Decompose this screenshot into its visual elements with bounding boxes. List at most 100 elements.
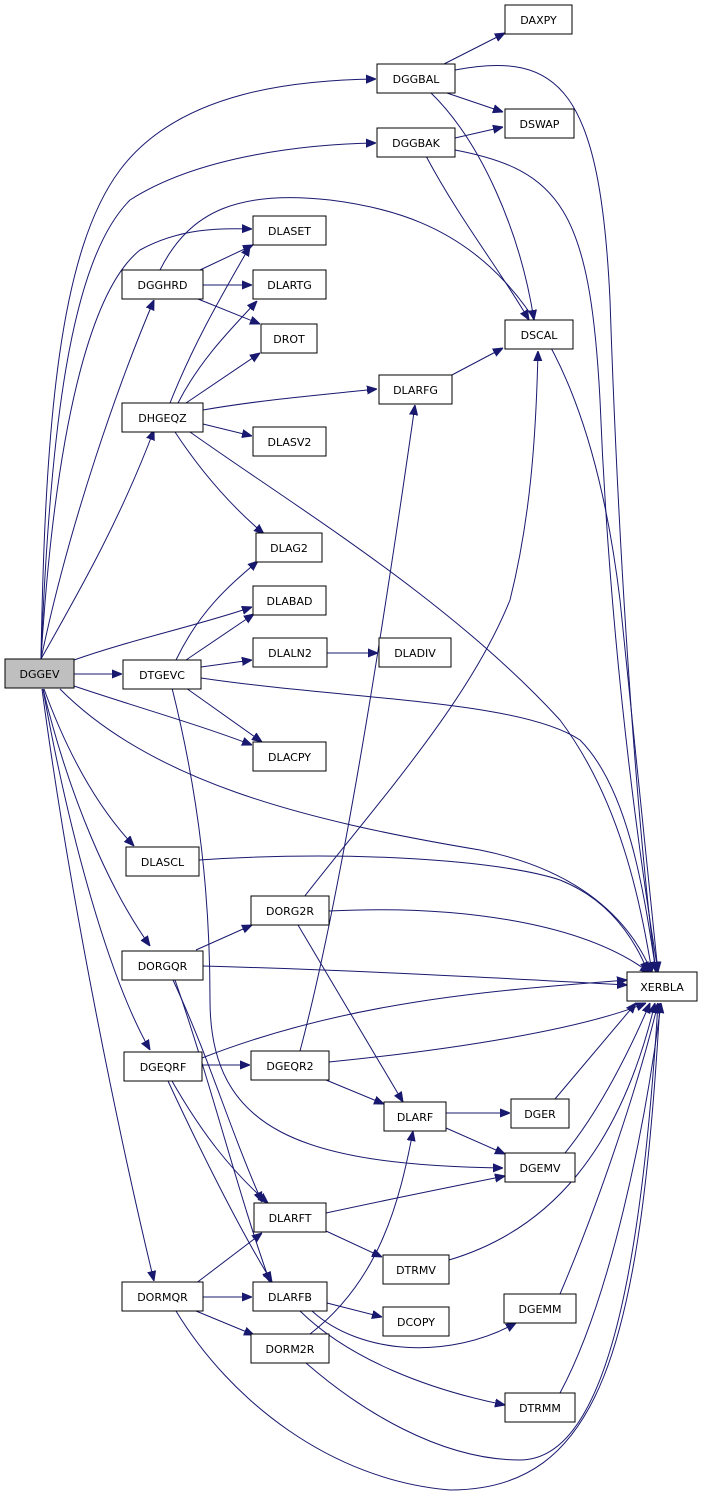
node-label: DLARTG	[267, 279, 311, 292]
node-dladiv[interactable]: DLADIV	[378, 637, 452, 668]
node-label: DTRMM	[519, 1402, 561, 1415]
edge-dhgeqz-dlarfg	[202, 389, 377, 411]
node-dlag2[interactable]: DLAG2	[255, 532, 323, 563]
edge-dorg2r-dlarf	[297, 924, 403, 1102]
node-dormqr[interactable]: DORMQR	[121, 1281, 204, 1312]
node-label: DGGHRD	[138, 279, 188, 292]
edge-dggbak-dswap	[454, 127, 503, 139]
edge-dger-xerbla	[554, 1003, 636, 1100]
edge-dorgqr-dorg2r	[195, 925, 252, 951]
node-label: DLASET	[268, 225, 311, 238]
node-dorgqr[interactable]: DORGQR	[121, 950, 204, 981]
node-xerbla[interactable]: XERBLA	[626, 971, 698, 1002]
node-dswap[interactable]: DSWAP	[504, 108, 575, 139]
node-label: DLACPY	[268, 751, 311, 764]
node-dgemv[interactable]: DGEMV	[504, 1152, 576, 1183]
edge-dggev-dormqr	[41, 688, 154, 1281]
edge-dtgevc-dgemv	[171, 687, 503, 1168]
edge-dggev-dlabad	[73, 607, 252, 661]
node-dlacpy[interactable]: DLACPY	[252, 741, 327, 772]
node-label: DLASV2	[268, 436, 312, 449]
node-label: DGEMV	[520, 1162, 561, 1175]
node-dcopy[interactable]: DCOPY	[382, 1306, 450, 1337]
edge-dorg2r-xerbla	[328, 909, 650, 973]
edge-dlarfg-dscal	[449, 348, 503, 377]
node-dtgevc[interactable]: DTGEVC	[122, 659, 202, 690]
node-label: DLARFB	[268, 1291, 312, 1304]
node-label: DGGBAL	[393, 73, 441, 86]
node-dgeqr2[interactable]: DGEQR2	[250, 1050, 330, 1081]
edge-dlarft-dgemv	[325, 1176, 505, 1214]
node-dlarfb[interactable]: DLARFB	[252, 1281, 328, 1312]
edge-dhgeqz-dlasv2	[202, 423, 252, 436]
edge-dggbal-dswap	[443, 91, 503, 112]
edge-dgeqr2-xerbla	[328, 1003, 646, 1063]
edge-dgeqrf-dlarft	[171, 1080, 268, 1203]
edge-dlascl-xerbla	[198, 855, 648, 972]
node-label: DLARFG	[393, 384, 438, 397]
edge-dorm2r-dlarf	[309, 1131, 413, 1335]
edge-dggev-dgeqrf	[42, 688, 150, 1050]
edge-dhgeqz-dlaset	[169, 246, 250, 404]
edge-dggev-dorgqr	[42, 688, 150, 946]
node-dlartg[interactable]: DLARTG	[252, 269, 327, 300]
edge-dormqr-dorm2r	[195, 1310, 254, 1335]
edge-dggbak-dscal	[425, 155, 529, 320]
node-dgghrd[interactable]: DGGHRD	[121, 269, 204, 300]
edge-dgeqr2-dlarfg	[299, 405, 415, 1052]
edge-dtgevc-dlag2	[175, 561, 258, 661]
node-dggbal[interactable]: DGGBAL	[376, 63, 456, 94]
edge-dggbal-xerbla	[454, 64, 656, 972]
node-dhgeqz[interactable]: DHGEQZ	[121, 402, 204, 433]
node-dggbak[interactable]: DGGBAK	[376, 127, 456, 158]
node-label: DLADIV	[394, 647, 436, 660]
node-label: DLARFT	[269, 1212, 312, 1225]
node-dscal[interactable]: DSCAL	[504, 319, 574, 350]
node-dgeqrf[interactable]: DGEQRF	[123, 1051, 203, 1082]
edge-dggev-dlacpy	[73, 685, 252, 745]
node-dlaln2[interactable]: DLALN2	[252, 637, 328, 668]
node-label: DSCAL	[521, 329, 559, 342]
node-dtrmv[interactable]: DTRMV	[382, 1254, 450, 1285]
node-label: DROT	[273, 333, 305, 346]
edge-dggev-dgghrd	[40, 300, 154, 660]
node-dgemm[interactable]: DGEMM	[503, 1293, 577, 1324]
edge-dtgevc-dlacpy	[185, 687, 262, 742]
node-dlarf[interactable]: DLARF	[383, 1101, 447, 1132]
node-dtrmm[interactable]: DTRMM	[504, 1392, 576, 1423]
node-dggev[interactable]: DGGEV	[4, 658, 75, 689]
node-dlaset[interactable]: DLASET	[252, 215, 327, 246]
edge-dgeqrf-dlarfb	[167, 1080, 272, 1282]
node-label: DORG2R	[266, 905, 314, 918]
edge-dggev-dhgeqz	[40, 430, 154, 660]
edge-dhgeqz-xerbla	[189, 431, 652, 972]
node-label: DAXPY	[520, 14, 557, 27]
node-dger[interactable]: DGER	[510, 1098, 570, 1129]
node-dlasv2[interactable]: DLASV2	[252, 426, 327, 457]
node-dlascl[interactable]: DLASCL	[125, 846, 200, 877]
edge-dorm2r-xerbla	[305, 1003, 658, 1461]
edge-dggev-dlascl	[43, 688, 134, 846]
node-dorm2r[interactable]: DORM2R	[250, 1333, 330, 1364]
edge-dgemv-xerbla	[564, 1003, 650, 1154]
node-dlarft[interactable]: DLARFT	[253, 1202, 327, 1233]
nodes: DGGEV DGGBAL DAXPY DGGBAK DSWAP DLASET D…	[4, 4, 698, 1423]
edge-dtrmm-xerbla	[559, 1003, 661, 1394]
node-label: DLAG2	[270, 542, 308, 555]
node-label: DSWAP	[520, 118, 560, 131]
node-drot[interactable]: DROT	[260, 323, 318, 354]
node-label: DLARF	[397, 1111, 433, 1124]
edge-dlarfb-dtrmm	[299, 1310, 505, 1405]
node-label: DGGEV	[20, 668, 60, 681]
edge-dorgqr-dlarft	[172, 979, 262, 1202]
node-dlarfg[interactable]: DLARFG	[378, 374, 453, 405]
node-label: DCOPY	[397, 1316, 435, 1329]
node-label: DLABAD	[267, 595, 313, 608]
node-dlabad[interactable]: DLABAD	[252, 585, 327, 616]
edge-dhgeqz-dlartg	[177, 301, 257, 404]
edge-dgeqr2-dlarf	[325, 1079, 384, 1104]
edge-dlarft-dtrmv	[325, 1230, 382, 1257]
node-dorg2r[interactable]: DORG2R	[250, 895, 330, 926]
edge-dlarf-dgemv	[445, 1127, 505, 1154]
node-daxpy[interactable]: DAXPY	[504, 4, 573, 35]
